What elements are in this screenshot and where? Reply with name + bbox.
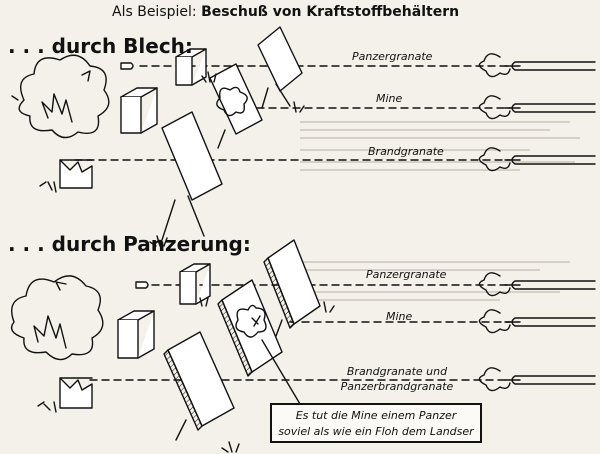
caption-box: Es tut die Mine einem Panzer soviel als … <box>270 403 482 443</box>
caption-line2: soviel als wie ein Floh dem Landser <box>278 425 474 438</box>
label-brandgranate-top: Brandgranate <box>368 145 444 158</box>
label-panzergranate-top: Panzergranate <box>352 50 433 63</box>
armor-plate-icon <box>217 279 283 377</box>
fuel-canister-icon <box>117 310 155 359</box>
projectile-icon <box>120 62 134 70</box>
armor-plate-icon <box>163 331 235 441</box>
gun-barrel-icon <box>478 309 596 334</box>
gun-barrel-icon <box>478 53 596 78</box>
gun-barrel-icon <box>478 367 596 392</box>
metal-plate-icon <box>257 26 303 109</box>
label-brandgranate-bottom: Brandgranate und Panzerbrandgranate <box>322 364 472 394</box>
metal-plate-icon <box>209 63 263 149</box>
armor-plate-icon <box>263 239 321 337</box>
title-lead: Als Beispiel: <box>112 4 197 20</box>
metal-plate-icon <box>161 111 223 241</box>
fuel-canister-icon <box>120 87 158 134</box>
bleed-through-texture-lower <box>300 255 590 375</box>
projectile-icon <box>135 281 149 289</box>
title-main: Beschuß von Kraftstoffbehältern <box>201 4 460 20</box>
section-heading-blech: . . . durch Blech: <box>8 34 193 58</box>
label-mine-top: Mine <box>376 92 403 105</box>
caption-line1: Es tut die Mine einem Panzer <box>295 409 457 422</box>
section-heading-panzerung: . . . durch Panzerung: <box>8 232 251 256</box>
fuel-canister-icon <box>179 263 211 305</box>
explosion-icon <box>11 54 110 193</box>
label-mine-bottom: Mine <box>386 310 413 323</box>
page-title: Als Beispiel: Beschuß von Kraftstoffbehä… <box>112 4 459 20</box>
label-brandgranate-line1: Brandgranate und <box>346 365 448 378</box>
bleed-through-texture <box>300 115 590 235</box>
label-panzergranate-bottom: Panzergranate <box>366 268 447 281</box>
gun-barrel-icon <box>478 95 596 120</box>
gun-barrel-icon <box>478 147 596 172</box>
gun-barrel-icon <box>478 272 596 297</box>
explosion-icon <box>10 275 104 413</box>
label-brandgranate-line2: Panzerbrandgranate <box>340 380 454 393</box>
